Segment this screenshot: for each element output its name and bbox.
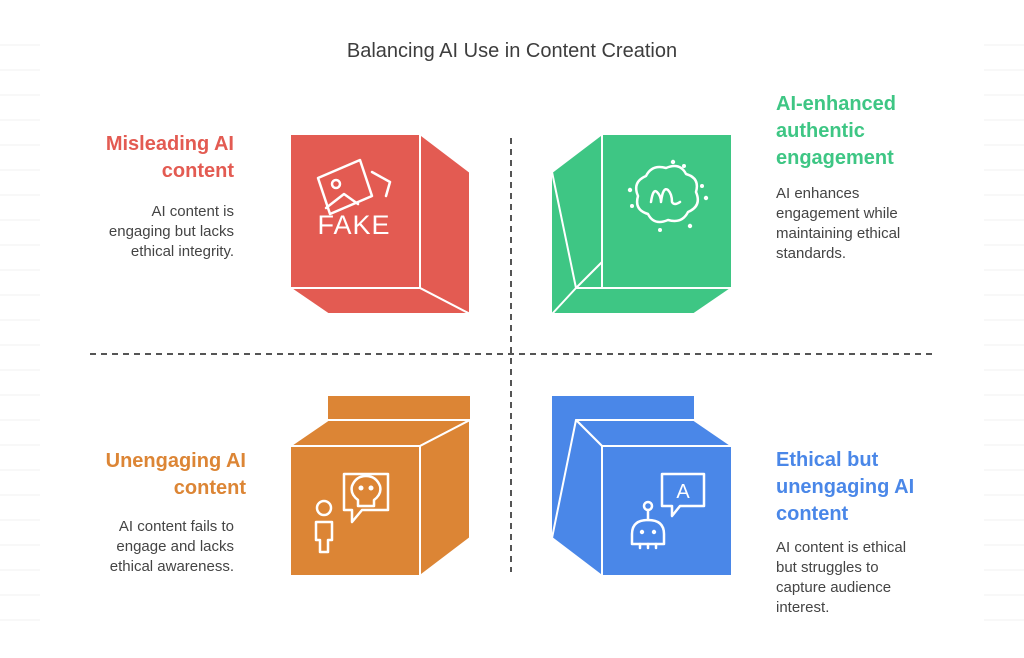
cube-unengaging: [289, 396, 471, 577]
desc-ethical: AI content is ethical but struggles to c…: [776, 539, 907, 616]
fake-photo-icon: [316, 158, 392, 216]
chat-letter-label: A: [676, 481, 690, 503]
cube-misleading: FAKE: [289, 133, 471, 315]
title-misleading: Misleading AI content: [105, 133, 234, 182]
desc-unengaging: AI content fails to engage and lacks eth…: [109, 518, 234, 575]
right-edge-lines: [984, 44, 1024, 621]
left-edge-lines: [0, 44, 40, 621]
cube-ethical: A: [551, 396, 733, 577]
person-skull-bubble-icon: [314, 472, 390, 554]
diagram-title: Balancing AI Use in Content Creation: [346, 40, 678, 62]
cube-authentic: [551, 133, 733, 315]
robot-chat-icon: [630, 472, 706, 550]
title-ethical: Ethical but unengaging AI content: [776, 449, 915, 525]
sparkle-m-icon: [627, 159, 709, 232]
title-unengaging: Unengaging AI content: [105, 450, 246, 499]
desc-authentic: AI enhances engagement while maintaining…: [776, 185, 901, 262]
fake-label: FAKE: [317, 210, 390, 240]
desc-misleading: AI content is engaging but lacks ethical…: [108, 203, 234, 260]
title-authentic: AI-enhanced authentic engagement: [776, 93, 897, 169]
